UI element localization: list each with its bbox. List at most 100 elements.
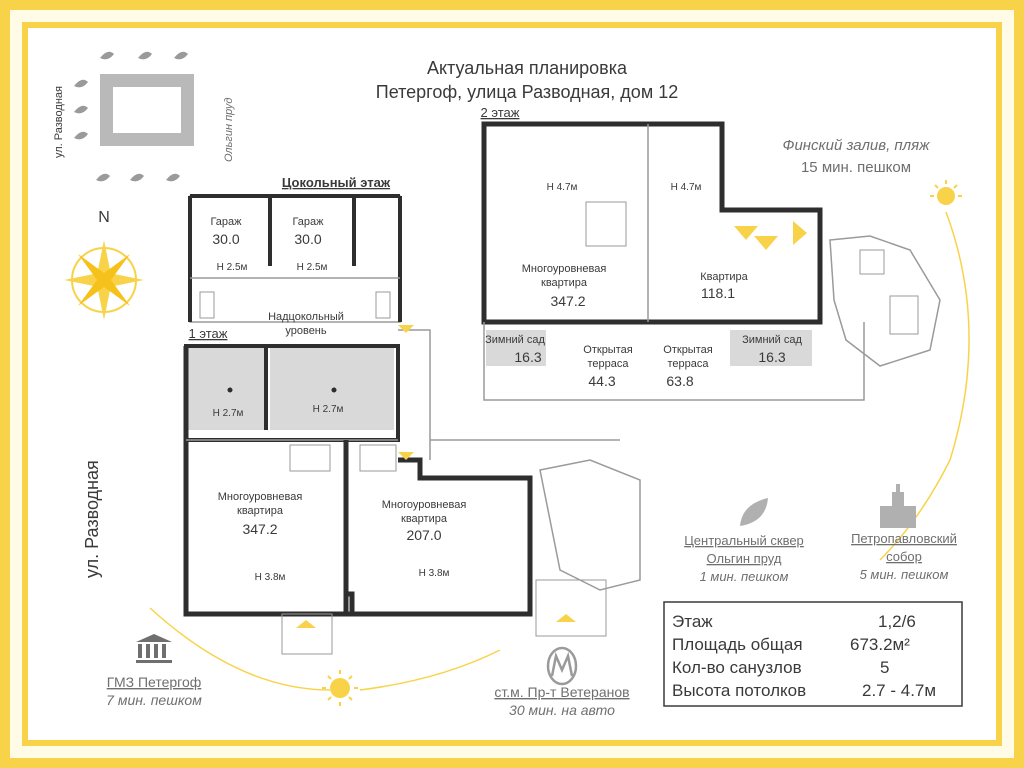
compass-rose: N [64,209,144,320]
sun-arc-left [149,607,331,691]
first-floor-stair-2 [359,444,397,472]
terrace-right-label-2: терраса [667,358,709,370]
first-floor-tower [539,459,641,591]
square-time: 1 мин. пешком [700,569,789,584]
museum-icon [136,634,172,663]
cathedral-name-1: Петропавловский [851,531,957,546]
apt-entrance-marker-2 [754,236,778,250]
semi-level-label-1: Надцокольный [268,311,344,323]
summary-value-3: 2.7 - 4.7м [862,681,936,700]
apt-entrance-marker-3 [793,221,807,245]
second-floor-plan: H 4.7м H 4.7м Многоуровневая квартира 34… [481,121,941,401]
summary-label-1: Площадь общая [672,635,803,654]
tower-stair [889,295,919,335]
front-entrance-marker [296,620,316,628]
summary-label-3: Высота потолков [672,681,806,700]
summary-value-0: 1,2/6 [878,612,916,631]
garage1-label: Гараж [210,216,242,228]
apt2-right-area: 118.1 [701,285,735,301]
first-floor-label: 1 этаж [189,326,228,341]
apt-entrance-marker-1 [734,226,758,240]
tower-elevator [859,249,885,275]
museum-time: 7 мин. пешком [106,692,202,708]
semi-room-right [270,346,394,430]
site-map: ул. Разводная Ольгин пруд [53,51,235,182]
tower-entrance-marker [556,614,576,622]
metro-icon [546,646,578,686]
pond-label: Ольгин пруд [223,98,235,162]
apt-left-label-1: Многоуровневая [218,491,303,503]
summary-label-0: Этаж [672,612,713,631]
leaf-icon [740,498,768,526]
square-name-2: Ольгин пруд [707,551,782,566]
title-line-1: Актуальная планировка [427,58,628,78]
garage1-area: 30.0 [212,231,239,247]
street-left: ул. Разводная [82,460,102,578]
gulf-name: Финский залив, пляж [783,137,931,154]
first-floor-plan: H 2.7м H 2.7м Многоуровневая квартира 34… [183,325,641,655]
terrace-left-area: 44.3 [588,373,615,389]
cathedral-icon [880,484,916,528]
second-floor-stair [585,201,627,247]
basement-stair-left [199,291,215,319]
apt-left-label-2: квартира [237,505,284,517]
garage2-height: H 2.5м [297,262,328,273]
first-floor-stair [289,444,331,472]
semi-level-label-2: уровень [285,325,327,337]
apt2-left-label-1: Многоуровневая [522,263,607,275]
winter-garden-left-shade [486,330,546,366]
second-floor-label: 2 этаж [481,105,520,120]
apt-right-label-1: Многоуровневая [382,499,467,511]
tower-steps [535,579,607,637]
winter-left-label: Зимний сад [485,334,545,346]
apt2-left-area: 347.2 [550,293,585,309]
sun-icon [322,670,358,706]
apt-right-label-2: квартира [401,513,448,525]
summary-value-2: 5 [880,658,889,677]
title-line-2: Петергоф, улица Разводная, дом 12 [376,82,678,102]
semi-right-height: H 2.7м [313,404,344,415]
metro-time: 30 мин. на авто [509,702,615,718]
entrance-marker-2 [398,452,414,460]
winter-right-area: 16.3 [758,349,785,365]
basement-walls [188,194,402,322]
site-courtyard [113,87,181,133]
winter-garden-right-shade [730,330,812,366]
square-name-1: Центральный сквер [684,533,804,548]
basement-plan: Гараж 30.0 H 2.5м Гараж 30.0 H 2.5м [188,194,402,323]
basement-floor-label: Цокольный этаж [282,175,391,190]
apt2-left-label-2: квартира [541,277,588,289]
garage1-height: H 2.5м [217,262,248,273]
garage2-label: Гараж [292,216,324,228]
sun-arc-right [945,211,970,461]
basement-stair-right [375,291,391,319]
terrace-left-label-1: Открытая [583,344,632,356]
street-top-left: ул. Разводная [53,86,65,158]
summary-box [663,601,963,707]
winter-right-label: Зимний сад [742,334,802,346]
summary-value-1: 673.2м² [850,635,910,654]
compass-north: N [98,209,110,226]
apt2-right-label: Квартира [700,271,748,283]
sun-icon-right [930,180,962,205]
semi-left-height: H 2.7м [213,408,244,419]
basement-outline [189,195,401,323]
compass-needle-diagonal-2 [78,254,130,306]
gulf-time: 15 мин. пешком [801,159,911,176]
first-floor-walls [343,440,533,617]
terrace-right-label-1: Открытая [663,344,712,356]
apt-right-area: 207.0 [406,527,441,543]
apt-left-area: 347.2 [242,521,277,537]
apt-left-height: H 3.8м [255,572,286,583]
summary-label-2: Кол-во санузлов [672,658,802,677]
apt2-left-height: H 4.7м [547,182,578,193]
second-floor-tower [829,235,941,367]
entrance-marker-1 [398,325,414,333]
metro-name: ст.м. Пр-т Ветеранов [494,684,629,700]
cathedral-name-2: собор [886,549,922,564]
winter-left-area: 16.3 [514,349,541,365]
garage2-area: 30.0 [294,231,321,247]
terrace-left-label-2: терраса [587,358,629,370]
semi-room-left [186,346,264,430]
